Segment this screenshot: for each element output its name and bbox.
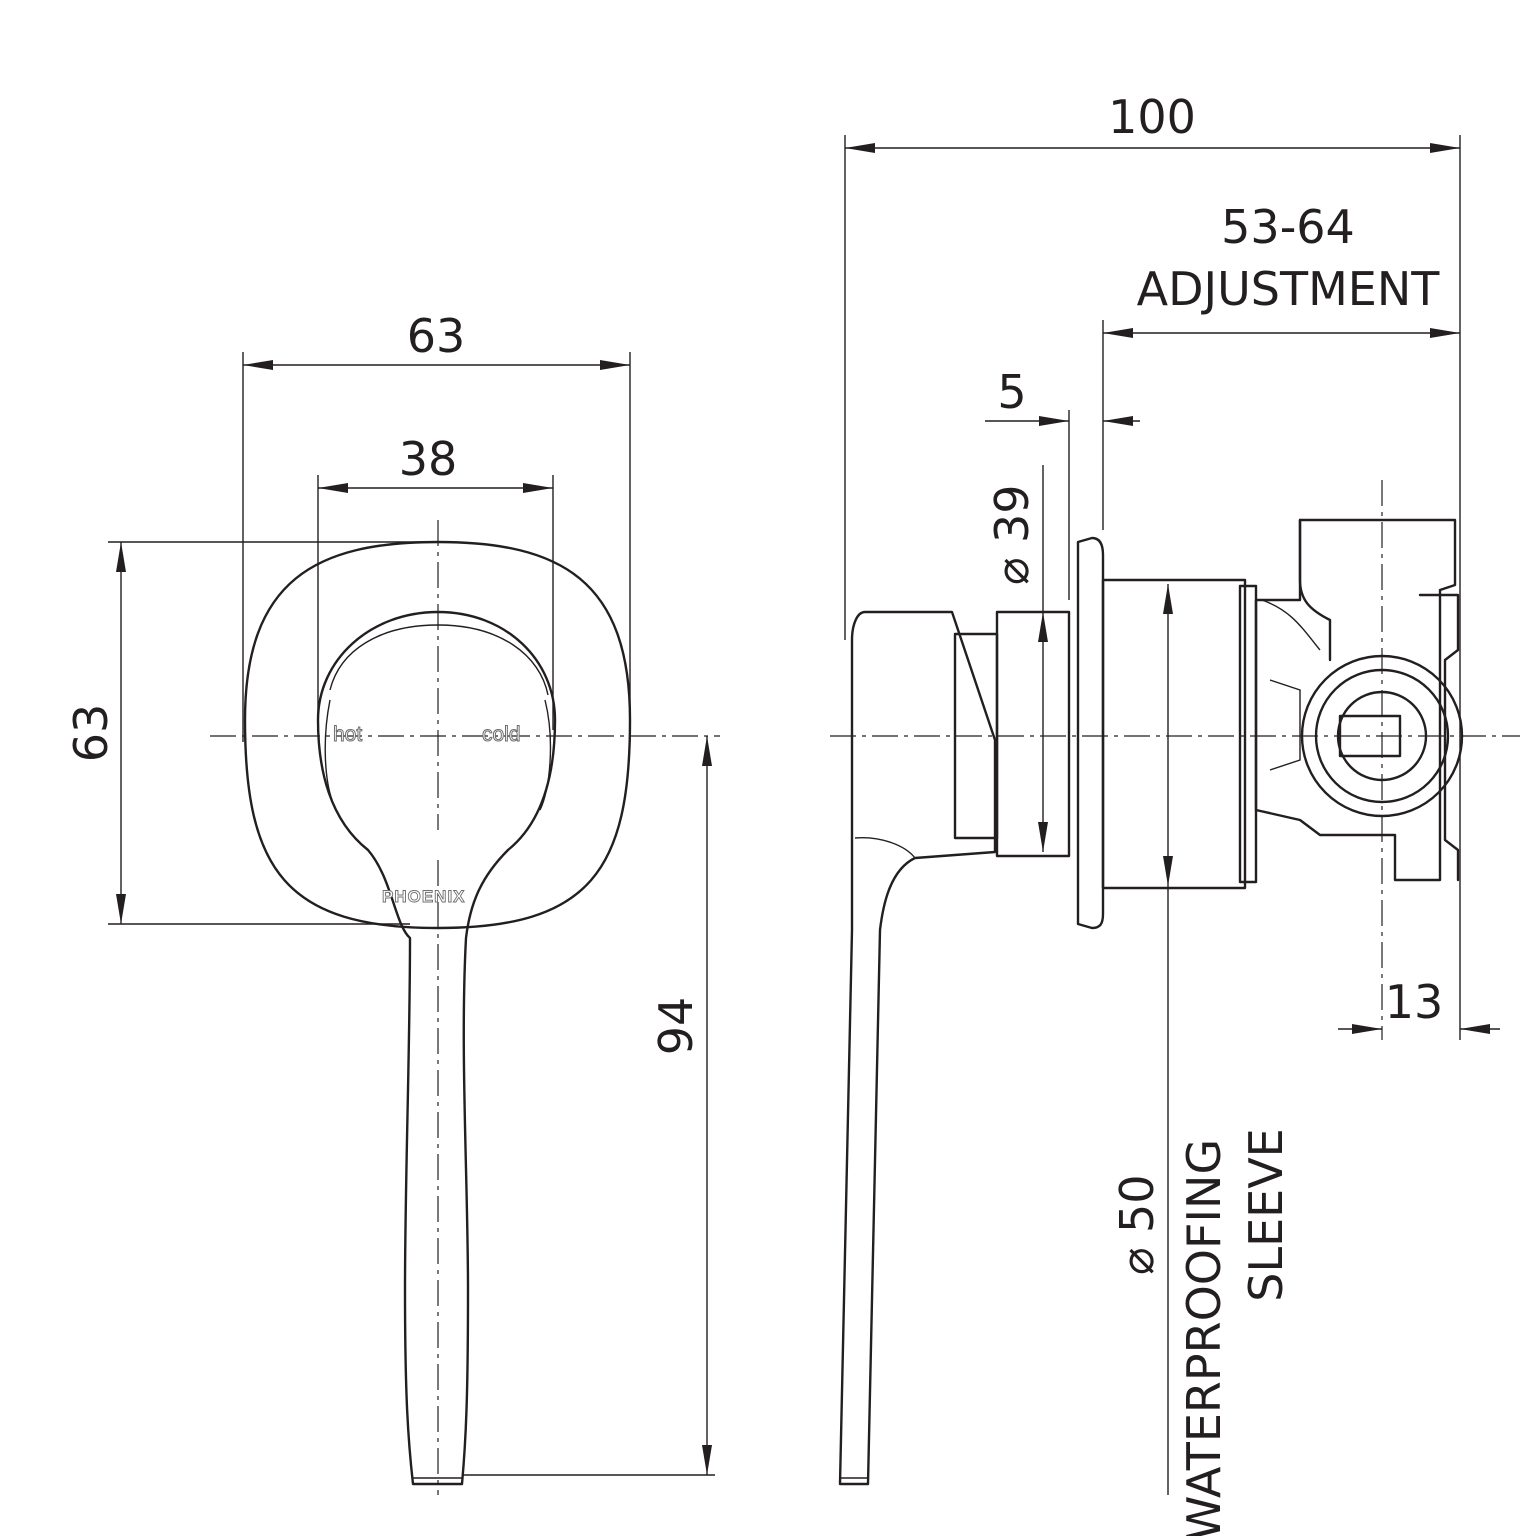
front-view: hot cold PHOENIX 63 38 63 94 xyxy=(64,309,720,1495)
side-valve-inlet xyxy=(1298,518,1332,662)
dim-rear-offset: 13 xyxy=(1385,975,1444,1029)
dim-spindle-diameter-symbol: ⌀ xyxy=(985,557,1039,585)
dim-overall-depth: 100 xyxy=(1108,90,1196,144)
side-spindle-collar xyxy=(995,610,1071,858)
side-wall-plate xyxy=(1076,536,1105,930)
hot-marking: hot xyxy=(333,723,362,746)
front-lever-inner-right xyxy=(539,699,552,811)
side-valve-web-2 xyxy=(1261,599,1321,651)
side-sleeve-body xyxy=(1101,578,1247,890)
sleeve-label-line1: WATERPROOFING xyxy=(1177,1139,1231,1536)
dim-lever-span: 38 xyxy=(399,432,458,486)
side-lever-edge xyxy=(854,837,916,859)
dim-sleeve-diameter-group: ⌀ 50 xyxy=(1110,1174,1164,1275)
brand-marking: PHOENIX xyxy=(382,887,466,906)
dim-sleeve-diameter-symbol: ⌀ xyxy=(1110,1247,1164,1275)
dim-front-width: 63 xyxy=(407,309,466,363)
side-view: 100 53-64 ADJUSTMENT 5 ⌀ 39 ⌀ 50 WATERPR… xyxy=(830,90,1520,1536)
side-lever-profile xyxy=(838,610,997,1486)
side-port-key xyxy=(1338,714,1402,758)
adjustment-label: ADJUSTMENT xyxy=(1137,262,1441,316)
front-lever-highlight xyxy=(329,624,549,696)
dim-front-height: 63 xyxy=(64,704,118,763)
cold-marking: cold xyxy=(482,723,521,746)
dim-handle-drop: 94 xyxy=(649,997,703,1056)
side-valve-bracket xyxy=(1418,593,1460,882)
dim-adjustment-range: 53-64 xyxy=(1221,200,1355,254)
front-cover-plate xyxy=(243,540,632,930)
sleeve-label-line2: SLEEVE xyxy=(1239,1128,1293,1302)
dim-sleeve-diameter: 50 xyxy=(1110,1174,1164,1233)
front-lever-inner-left xyxy=(324,699,333,801)
dim-spindle-diameter: 39 xyxy=(985,484,1039,543)
dim-spindle-diameter-group: ⌀ 39 xyxy=(985,484,1039,585)
side-sleeve-lip xyxy=(1238,584,1258,884)
side-valve-web xyxy=(1269,679,1301,771)
dim-plate-thickness: 5 xyxy=(997,365,1026,419)
